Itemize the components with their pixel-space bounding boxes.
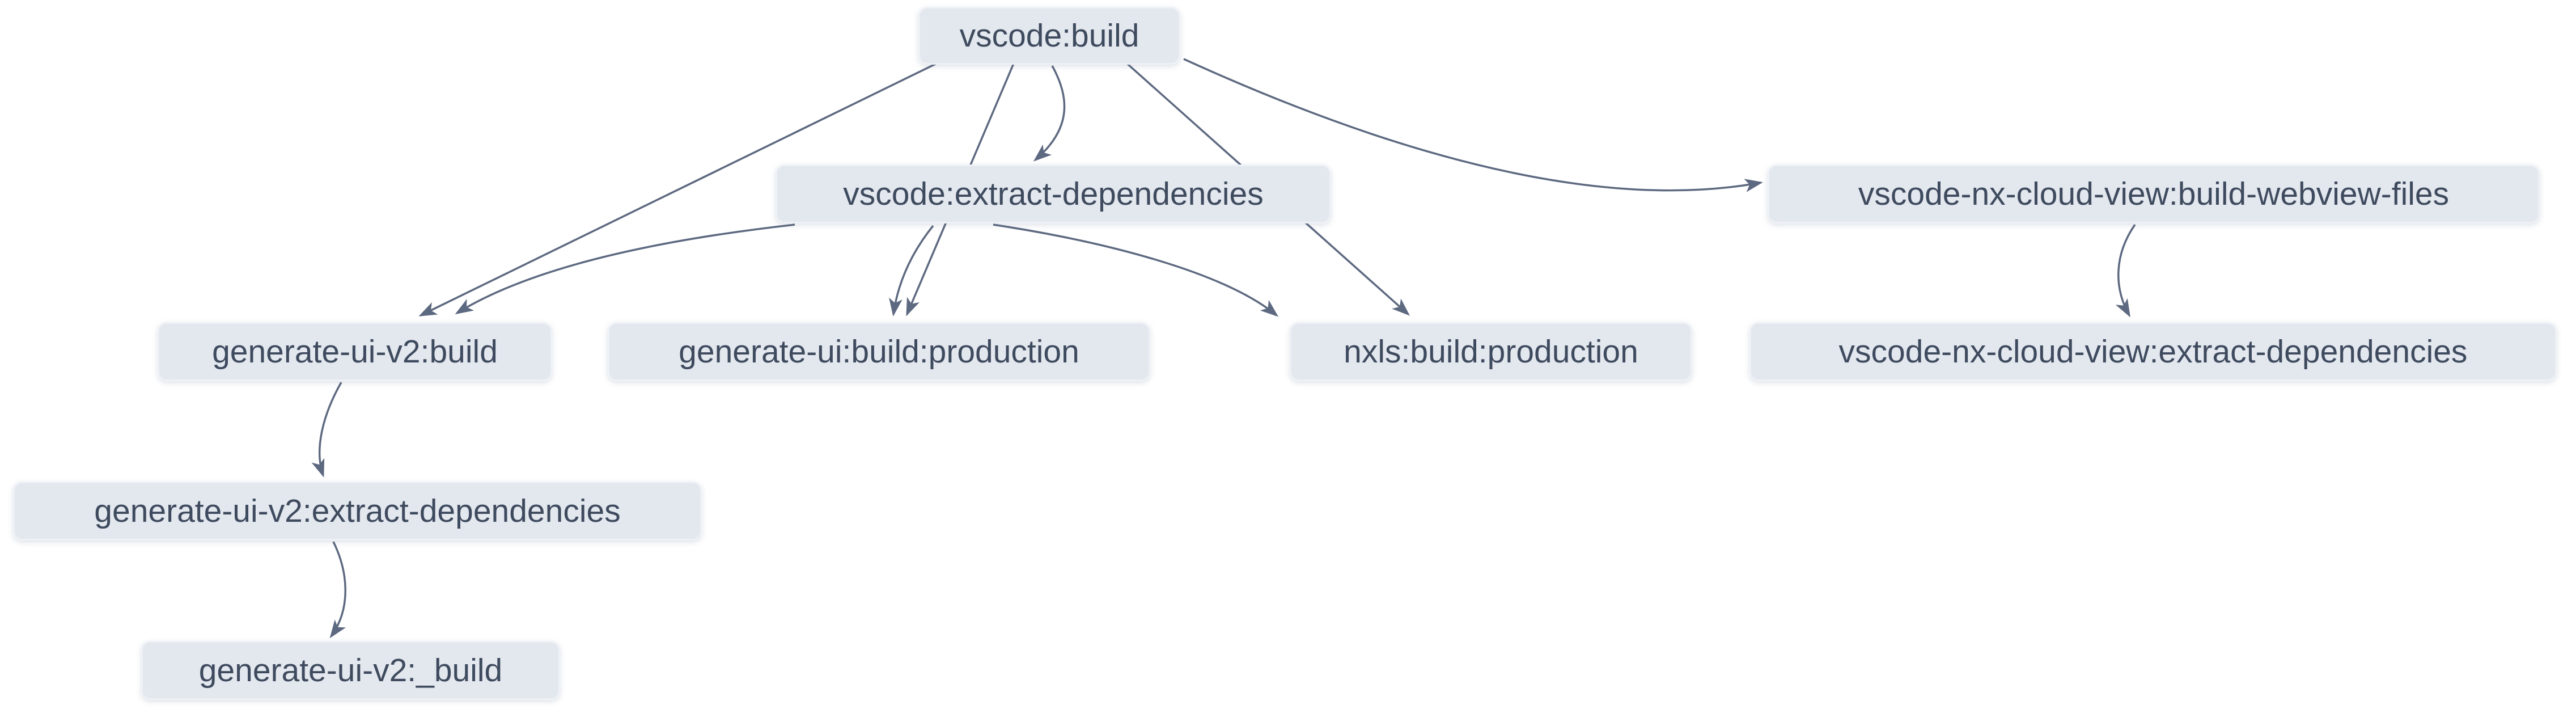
edges-group (311, 58, 2136, 639)
task-node-label: vscode:extract-dependencies (843, 175, 1264, 212)
edge-generate-ui-v2:extract-dependencies--to--generate-ui-v2:_build (329, 541, 346, 639)
task-node-vscode-build[interactable]: vscode:build (918, 7, 1180, 65)
task-node-vscode-extract-dependencies[interactable]: vscode:extract-dependencies (776, 164, 1331, 223)
edge-vscode-nx-cloud-view:build-webview-files--to--vscode-nx-cloud-view:extract-dependencies (2115, 224, 2136, 318)
edge-vscode:extract-dependencies--to--generate-ui:build:production (889, 225, 934, 316)
task-node-vscode-nx-cloud-view-extract-dependencies[interactable]: vscode-nx-cloud-view:extract-dependencie… (1749, 322, 2557, 381)
edge-vscode:extract-dependencies--to--generate-ui-v2:build (455, 223, 795, 315)
task-node-generate-ui-build-production[interactable]: generate-ui:build:production (608, 322, 1150, 381)
task-node-label: vscode-nx-cloud-view:build-webview-files (1858, 175, 2450, 212)
task-node-nxls-build-production[interactable]: nxls:build:production (1290, 322, 1692, 381)
edge-vscode:build--to--vscode:extract-dependencies (1033, 65, 1066, 162)
edge-vscode:build--to--vscode-nx-cloud-view:build-webview-files (1183, 58, 1763, 192)
task-node-generate-ui-v2-_build[interactable]: generate-ui-v2:_build (141, 641, 560, 700)
task-node-label: vscode-nx-cloud-view:extract-dependencie… (1838, 333, 2468, 370)
task-node-generate-ui-v2-build[interactable]: generate-ui-v2:build (158, 322, 552, 381)
task-node-vscode-nx-cloud-view-build-webview-files[interactable]: vscode-nx-cloud-view:build-webview-files (1768, 164, 2540, 223)
task-node-label: generate-ui:build:production (679, 333, 1079, 370)
edge-vscode:extract-dependencies--to--nxls:build:production (993, 223, 1279, 317)
task-node-generate-ui-v2-extract-dependencies[interactable]: generate-ui-v2:extract-dependencies (13, 482, 702, 541)
task-node-label: vscode:build (959, 17, 1139, 54)
edge-generate-ui-v2:build--to--generate-ui-v2:extract-dependencies (311, 382, 342, 478)
task-node-label: nxls:build:production (1344, 333, 1638, 370)
task-node-label: generate-ui-v2:extract-dependencies (94, 492, 621, 529)
task-node-label: generate-ui-v2:_build (198, 652, 503, 689)
edge-vscode:build--to--generate-ui-v2:build (418, 61, 939, 316)
task-node-label: generate-ui-v2:build (212, 333, 498, 370)
